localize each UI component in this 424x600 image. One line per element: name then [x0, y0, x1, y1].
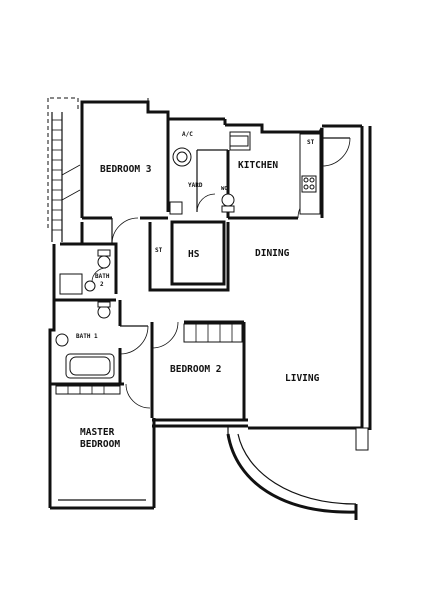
label-bath-2-line1: BATH: [95, 273, 110, 280]
label-living: LIVING: [285, 373, 320, 384]
label-kitchen: KITCHEN: [238, 160, 278, 171]
room-labels: BEDROOM 3 A/C KITCHEN ST YARD WC HS ST D…: [76, 131, 320, 450]
fixtures: [55, 131, 369, 451]
label-dining: DINING: [255, 248, 290, 259]
label-bedroom-2: BEDROOM 2: [170, 364, 221, 375]
label-wc: WC: [221, 186, 228, 192]
label-store-kitchen: ST: [307, 139, 315, 146]
label-yard: YARD: [188, 182, 203, 189]
label-bath-2-line2: 2: [100, 281, 104, 288]
label-store-hall: ST: [155, 247, 163, 254]
label-hs: HS: [188, 249, 200, 260]
label-ac: A/C: [182, 131, 193, 138]
label-bedroom-3: BEDROOM 3: [100, 164, 152, 175]
label-master-line2: BEDROOM: [80, 439, 120, 450]
label-master-line1: MASTER: [80, 427, 115, 438]
label-bath-1: BATH 1: [76, 333, 98, 340]
doors: [91, 137, 351, 409]
staircase: [51, 112, 81, 242]
